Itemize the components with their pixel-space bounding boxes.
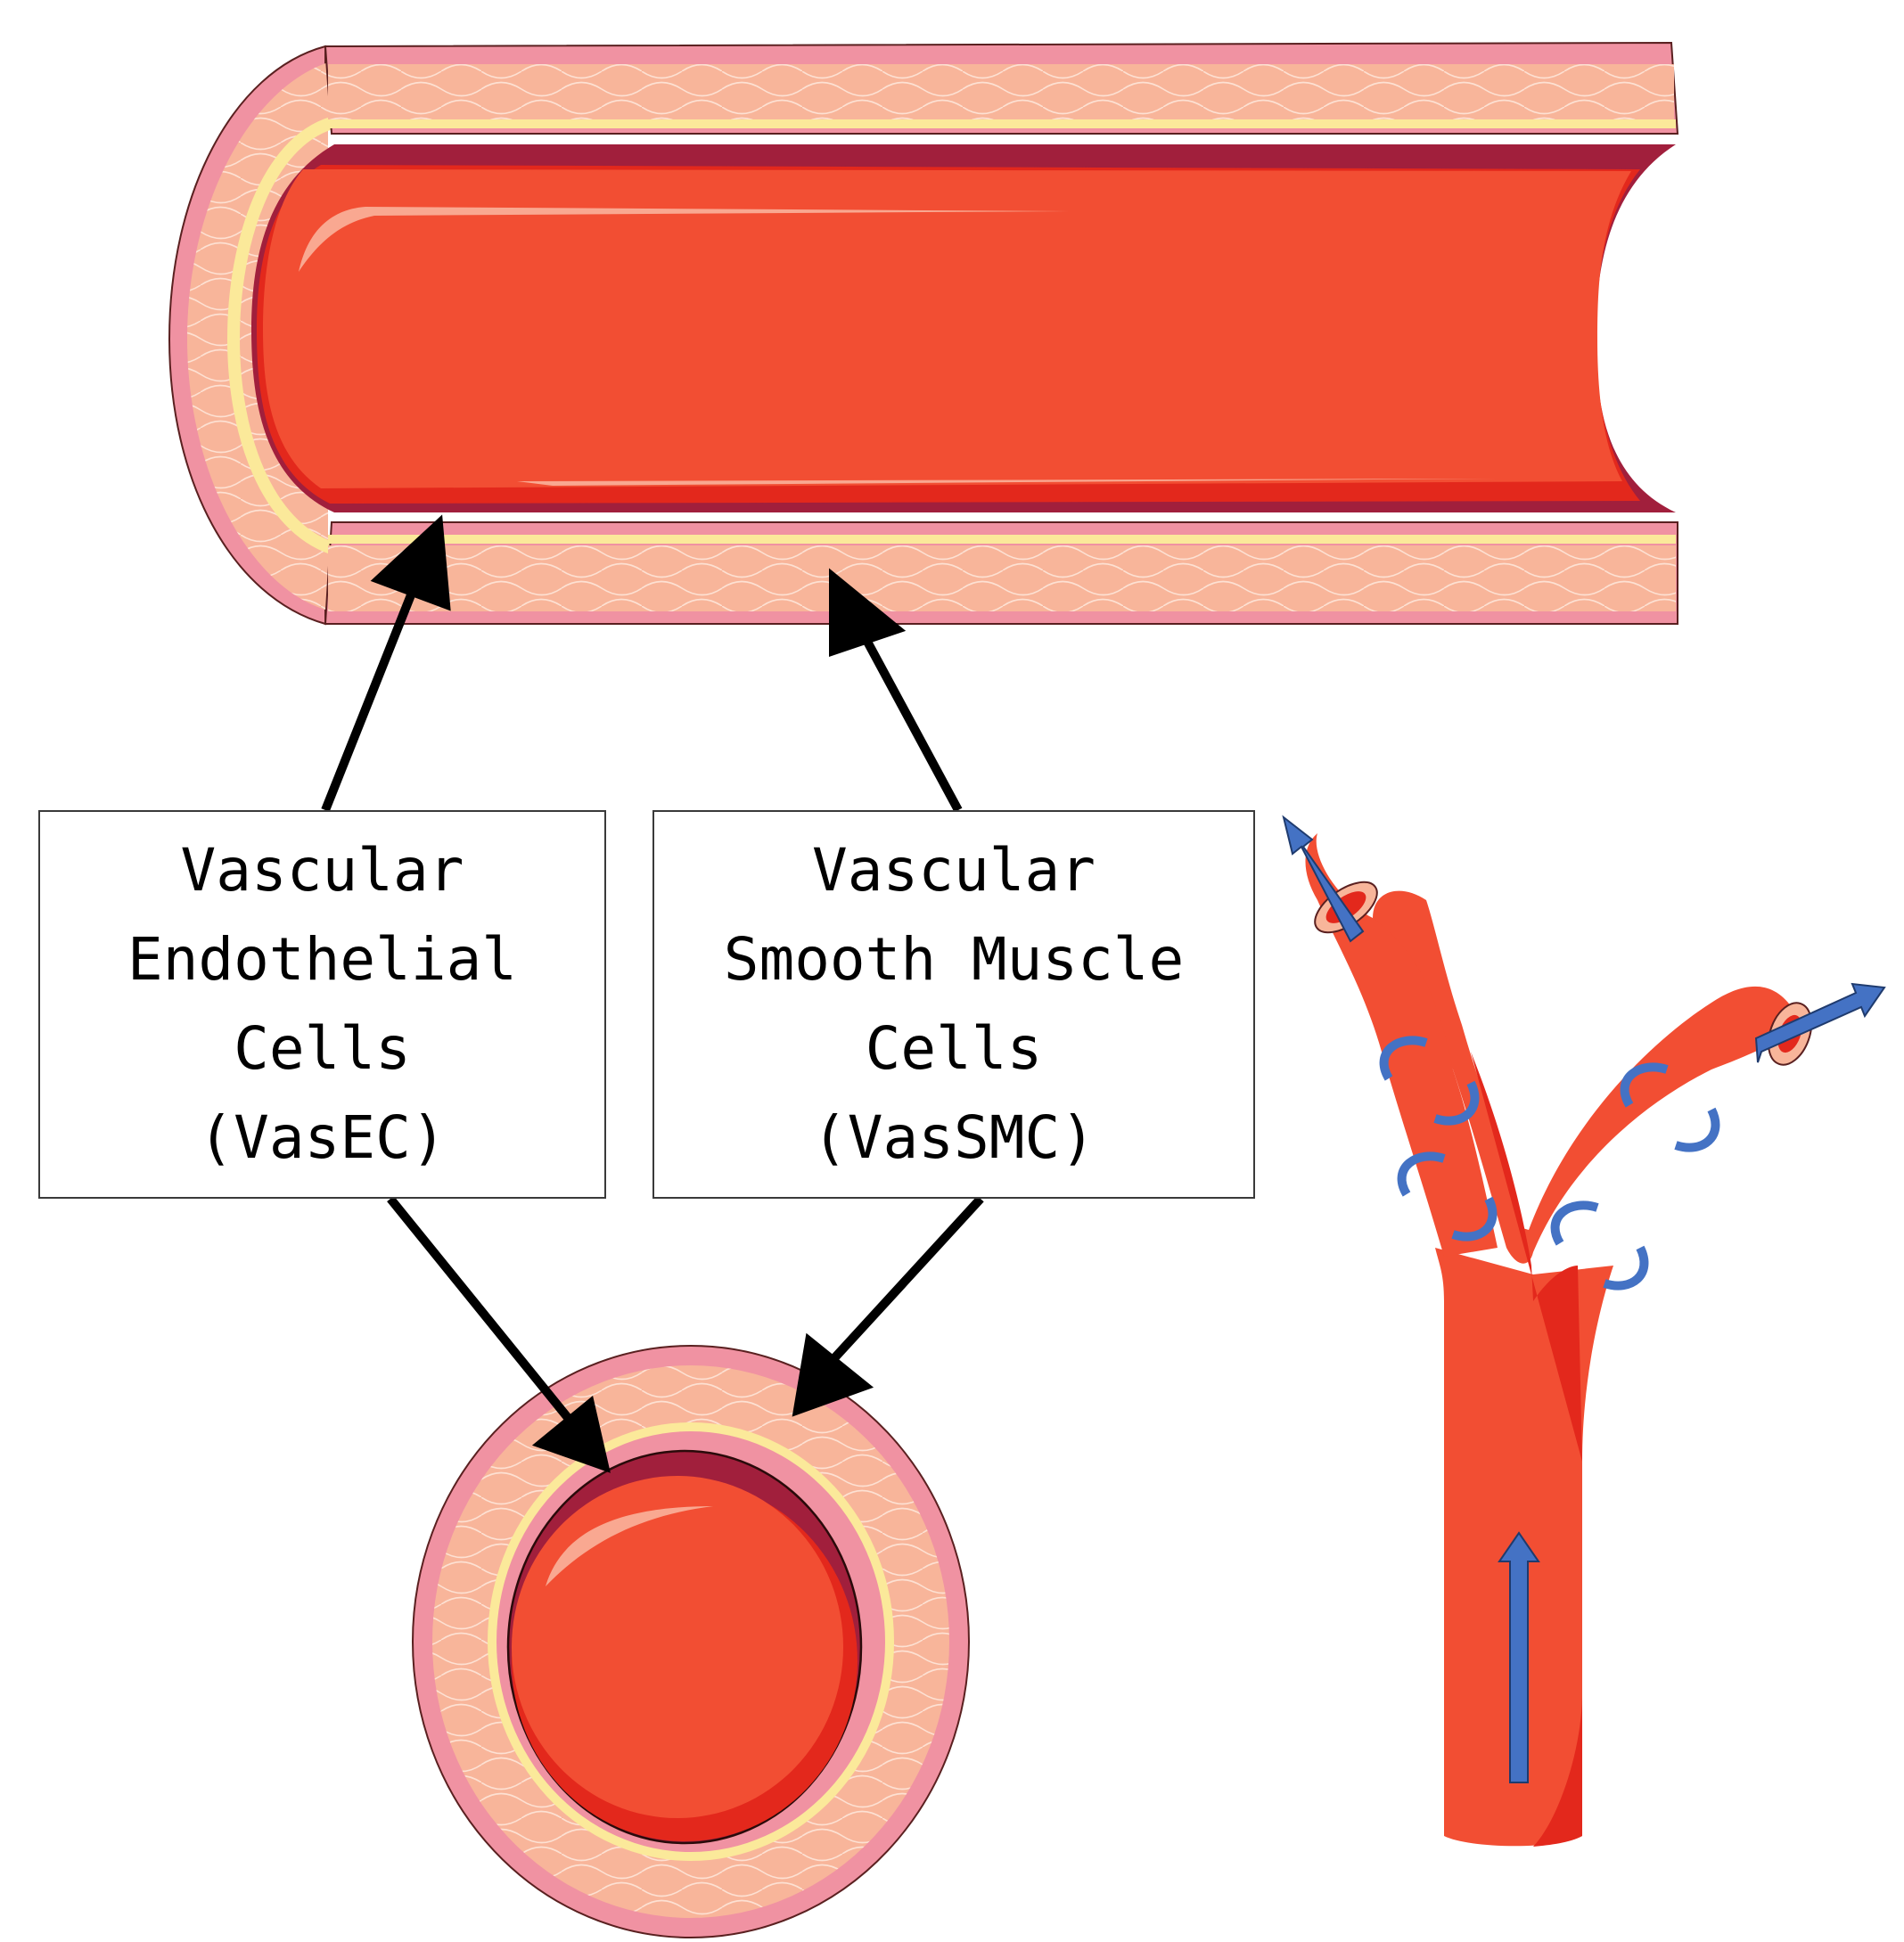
vassmc-label-box: Vascular Smooth Muscle Cells (VasSMC)	[652, 810, 1255, 1199]
vasec-label-line-2: Endothelial	[127, 915, 517, 1004]
vasec-label-line-4: (VasEC)	[198, 1094, 446, 1183]
vasec-label-line-3: Cells	[234, 1004, 411, 1094]
vassmc-label-line-3: Cells	[866, 1004, 1043, 1094]
vassmc-label-line-2: Smooth Muscle	[724, 915, 1185, 1004]
vassmc-label-line-4: (VasSMC)	[812, 1094, 1096, 1183]
arrow-vassmc-to-cross	[833, 1199, 981, 1359]
vassmc-label-line-1: Vascular	[812, 826, 1096, 915]
vessel-cross-section	[413, 1346, 969, 1938]
branching-vessel	[1284, 817, 1884, 1847]
arrow-vasec-to-cross	[390, 1199, 569, 1419]
vasec-label-line-1: Vascular	[181, 826, 464, 915]
arrow-vassmc-to-media	[860, 628, 958, 810]
vasec-label-box: Vascular Endothelial Cells (VasEC)	[38, 810, 606, 1199]
longitudinal-vessel	[169, 43, 1678, 624]
